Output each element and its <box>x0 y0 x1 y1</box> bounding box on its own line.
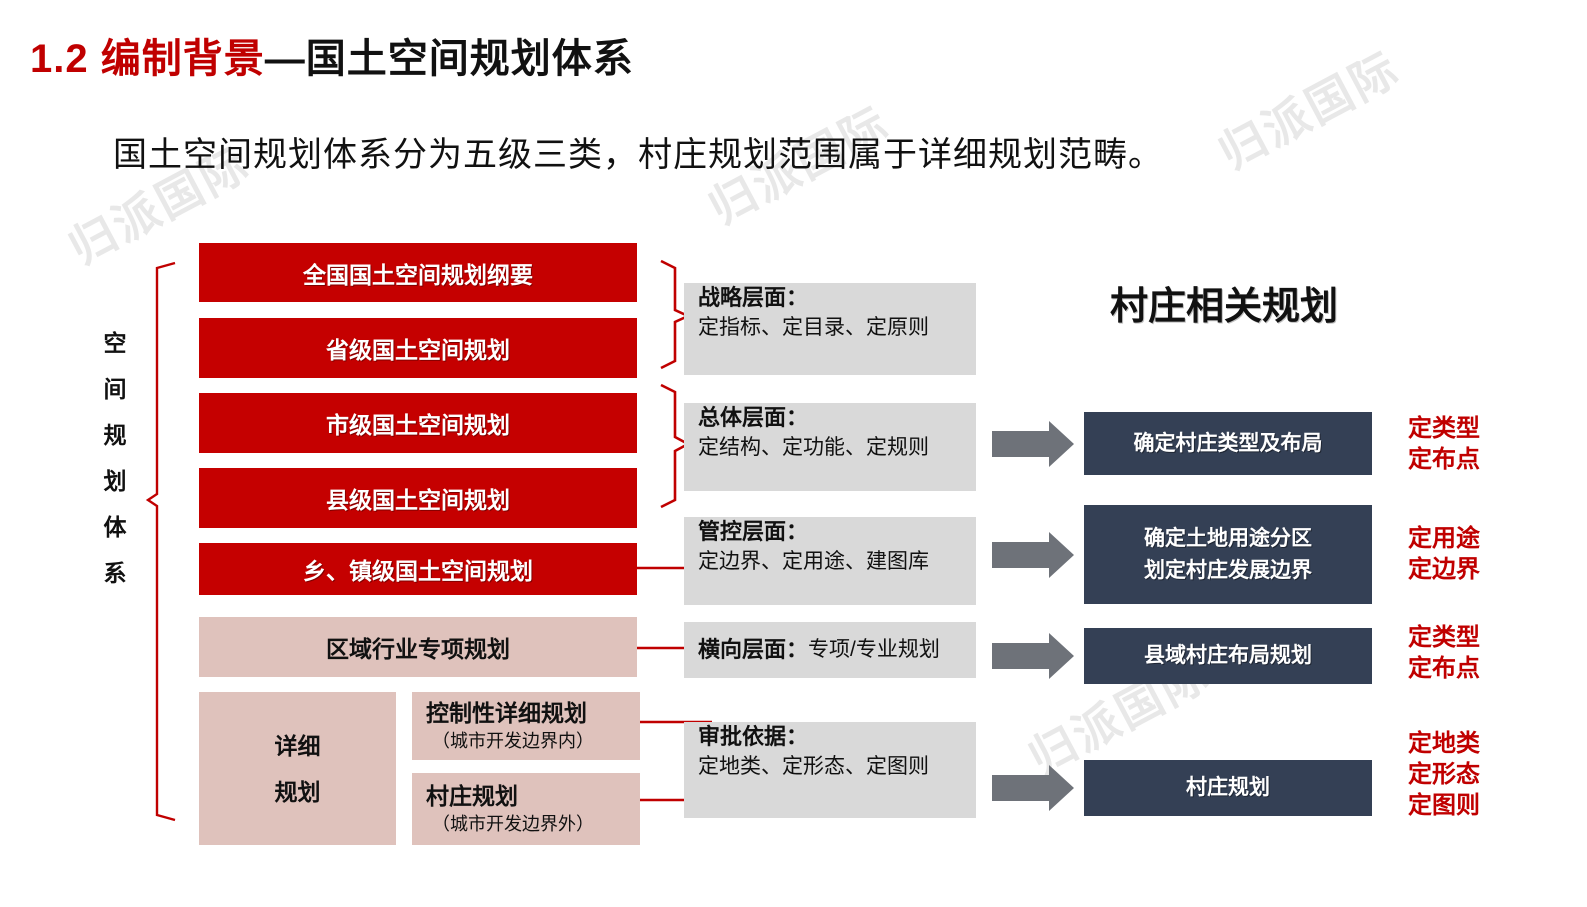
aspect-box-sub: 定结构、定功能、定规则 <box>698 436 929 459</box>
outcome-box-county-village-layout[interactable]: 县域村庄布局规划 <box>1084 628 1372 684</box>
aspect-box-head: 战略层面： <box>698 285 809 310</box>
detail-box-village[interactable]: 村庄规划 （城市开发边界外） <box>412 773 640 845</box>
annotation-line: 定形态 <box>1408 761 1480 788</box>
arrow-right-icon <box>992 765 1074 811</box>
left-axis-char: 体 <box>103 514 127 540</box>
outcome-box-line: 县域村庄布局规划 <box>1144 644 1312 667</box>
arrow-right-icon <box>992 421 1074 467</box>
page-title: 1.2 编制背景—国土空间规划体系 <box>30 26 634 84</box>
arrow-right-icon <box>992 532 1074 578</box>
detail-box-note: （城市开发边界外） <box>432 814 594 834</box>
detail-box-head: 村庄规划 <box>426 783 518 809</box>
level-box-sector-special[interactable]: 区域行业专项规划 <box>199 617 637 677</box>
left-axis-char: 空 <box>103 330 127 356</box>
level-box-label: 区域行业专项规划 <box>326 636 510 662</box>
page-title-black: —国土空间规划体系 <box>264 37 634 81</box>
level-box-label: 省级国土空间规划 <box>326 337 510 363</box>
level-box-label: 市级国土空间规划 <box>326 412 510 438</box>
annotation-line: 定类型 <box>1408 415 1480 442</box>
aspect-box-head: 横向层面： <box>698 637 809 662</box>
annotation-line: 定用途 <box>1408 525 1480 552</box>
annotation-village-plan: 定地类 定形态 定图则 <box>1408 728 1480 821</box>
outcome-box-village-type-layout[interactable]: 确定村庄类型及布局 <box>1084 412 1372 475</box>
aspect-box-overall[interactable]: 总体层面： 定结构、定功能、定规则 <box>684 403 976 491</box>
left-axis-char: 划 <box>103 468 127 494</box>
level-box-detailed-planning[interactable]: 详细 规划 <box>199 692 396 845</box>
outcome-box-line: 划定村庄发展边界 <box>1144 558 1312 582</box>
left-axis-char: 系 <box>103 560 127 586</box>
detail-box-head: 控制性详细规划 <box>426 700 587 726</box>
level-box-city[interactable]: 市级国土空间规划 <box>199 393 637 453</box>
aspect-box-head: 管控层面： <box>698 519 809 544</box>
aspect-box-sub: 定指标、定目录、定原则 <box>698 316 929 339</box>
aspect-box-sub: 专项/专业规划 <box>808 638 940 661</box>
detail-box-regulatory[interactable]: 控制性详细规划 （城市开发边界内） <box>412 692 640 760</box>
aspect-box-sub: 定边界、定用途、建图库 <box>698 550 929 573</box>
aspect-box-sub: 定地类、定形态、定图则 <box>698 755 929 778</box>
level-box-provincial[interactable]: 省级国土空间规划 <box>199 318 637 378</box>
arrow-right-icon <box>992 633 1074 679</box>
annotation-village-type: 定类型 定布点 <box>1408 413 1480 475</box>
level-box-county[interactable]: 县级国土空间规划 <box>199 468 637 528</box>
aspect-box-head: 总体层面： <box>698 405 809 430</box>
annotation-line: 定边界 <box>1408 556 1480 583</box>
left-axis-char: 规 <box>103 422 127 448</box>
page-title-red: 1.2 编制背景 <box>30 37 265 81</box>
outcome-box-village-plan[interactable]: 村庄规划 <box>1084 760 1372 816</box>
annotation-line: 定布点 <box>1408 446 1480 473</box>
level-box-national[interactable]: 全国国土空间规划纲要 <box>199 243 637 302</box>
outcome-box-landuse-zoning[interactable]: 确定土地用途分区 划定村庄发展边界 <box>1084 505 1372 604</box>
aspect-box-approval[interactable]: 审批依据： 定地类、定形态、定图则 <box>684 722 976 818</box>
page-subtitle: 国土空间规划体系分为五级三类，村庄规划范围属于详细规划范畴。 <box>113 136 1163 174</box>
annotation-county-layout: 定类型 定布点 <box>1408 622 1480 684</box>
aspect-box-strategic[interactable]: 战略层面： 定指标、定目录、定原则 <box>684 283 976 375</box>
detailed-planning-label-line2: 规划 <box>274 778 321 805</box>
arrow-icon-group <box>992 421 1074 811</box>
detailed-planning-label-line1: 详细 <box>274 732 321 759</box>
annotation-line: 定布点 <box>1408 655 1480 682</box>
detail-box-note: （城市开发边界内） <box>432 731 594 751</box>
annotation-line: 定图则 <box>1408 792 1480 819</box>
outcome-box-line: 确定土地用途分区 <box>1144 526 1312 550</box>
level-box-label: 县级国土空间规划 <box>326 487 510 513</box>
level-box-label: 全国国土空间规划纲要 <box>303 261 533 288</box>
outcome-box-line: 村庄规划 <box>1186 776 1270 799</box>
left-axis-char: 间 <box>103 376 127 402</box>
outcome-box-line: 确定村庄类型及布局 <box>1133 431 1323 455</box>
annotation-line: 定类型 <box>1408 624 1480 651</box>
aspect-box-control[interactable]: 管控层面： 定边界、定用途、建图库 <box>684 517 976 605</box>
aspect-box-head: 审批依据： <box>698 724 809 749</box>
right-column-heading: 村庄相关规划 <box>1110 286 1339 328</box>
aspect-box-horizontal[interactable]: 横向层面： 专项/专业规划 <box>684 622 976 678</box>
watermark: 归派国际 <box>1210 41 1409 180</box>
annotation-line: 定地类 <box>1408 730 1480 757</box>
left-axis-label: 空 间 规 划 体 系 <box>95 320 135 596</box>
annotation-landuse: 定用途 定边界 <box>1408 523 1480 585</box>
level-box-label: 乡、镇级国土空间规划 <box>303 558 533 584</box>
level-box-township[interactable]: 乡、镇级国土空间规划 <box>199 543 637 595</box>
left-system-brace <box>145 261 176 822</box>
